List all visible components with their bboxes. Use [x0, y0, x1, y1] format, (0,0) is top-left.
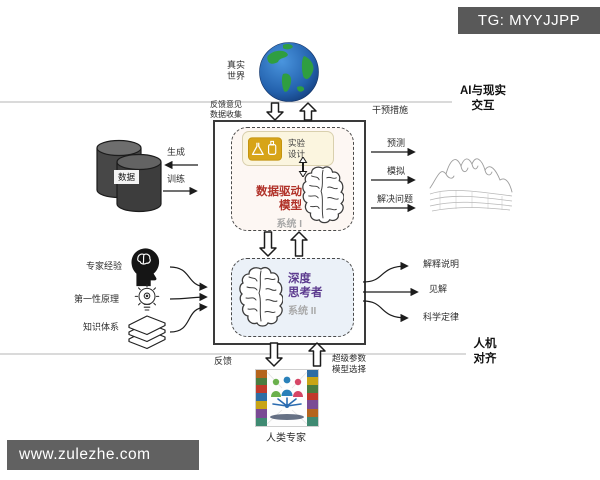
system1-text: 数据驱动 模型 系统 I — [236, 186, 302, 230]
system1-subtitle: 系统 I — [276, 218, 302, 230]
human-alignment-divider-line — [0, 353, 466, 355]
lightbulb-icon — [131, 283, 163, 321]
core-to-humans-arrow-icon — [265, 342, 283, 367]
system2-brain-icon — [239, 264, 283, 330]
system2-text: 深度 思考者 系统 II — [288, 273, 350, 317]
books-icon — [126, 311, 168, 351]
predict-label: 预测 — [387, 138, 406, 148]
core-to-world-arrow-icon — [299, 102, 317, 121]
experiment-design-card: 实验 设计 — [242, 131, 334, 166]
real-world-label: 真实 世界 — [227, 60, 246, 82]
hyperparameter-label: 超级参数 模型选择 — [332, 353, 367, 374]
human-alignment-section-label: 人机 对齐 — [473, 338, 497, 365]
knowledge-system-label: 知识体系 — [83, 322, 120, 332]
humans-to-core-arrow-icon — [308, 342, 326, 367]
knowledge-input-arrow — [169, 303, 208, 333]
human-experts-label: 人类专家 — [266, 433, 306, 444]
train-label: 训练 — [167, 174, 186, 184]
data-label: 数据 — [114, 170, 140, 184]
solve-problems-label: 解决问题 — [377, 194, 414, 204]
watermark-badge: www.zulezhe.com — [7, 440, 199, 470]
simulate-label: 模拟 — [387, 166, 406, 176]
exchange-arrow-icon — [297, 157, 309, 177]
wireframe-terrain-image — [428, 150, 514, 216]
system1-brain-icon — [302, 163, 344, 227]
insight-label: 见解 — [429, 284, 448, 294]
laws-arrow — [362, 300, 409, 323]
system2-subtitle: 系统 II — [288, 305, 317, 317]
earth-globe-icon — [257, 41, 321, 103]
explanation-arrow — [362, 261, 409, 283]
human-experts-image — [255, 369, 319, 427]
ai-reality-section-label: AI与现实 交互 — [460, 85, 506, 112]
ai-reality-divider-line — [0, 101, 452, 103]
experiment-design-label: 实验 设计 — [288, 137, 306, 159]
expert-input-arrow — [169, 266, 208, 291]
feedback-label: 反馈 — [214, 356, 233, 366]
tg-badge: TG: MYYJJPP — [458, 7, 600, 34]
system1-title: 数据驱动 模型 — [256, 186, 302, 212]
principles-input-arrow — [169, 292, 208, 302]
system2-title: 深度 思考者 — [288, 273, 323, 299]
scientific-laws-label: 科学定律 — [423, 312, 460, 322]
expert-experience-label: 专家经验 — [86, 261, 123, 271]
feedback-collection-label: 反馈意见 数据收集 — [210, 100, 242, 119]
generate-label: 生成 — [167, 147, 186, 157]
first-principles-label: 第一性原理 — [74, 294, 120, 304]
head-brain-icon — [128, 246, 162, 288]
world-to-core-arrow-icon — [266, 102, 284, 121]
intervention-label: 干预措施 — [372, 105, 409, 115]
experiment-design-icon — [248, 136, 282, 161]
explanation-label: 解释说明 — [423, 259, 460, 269]
